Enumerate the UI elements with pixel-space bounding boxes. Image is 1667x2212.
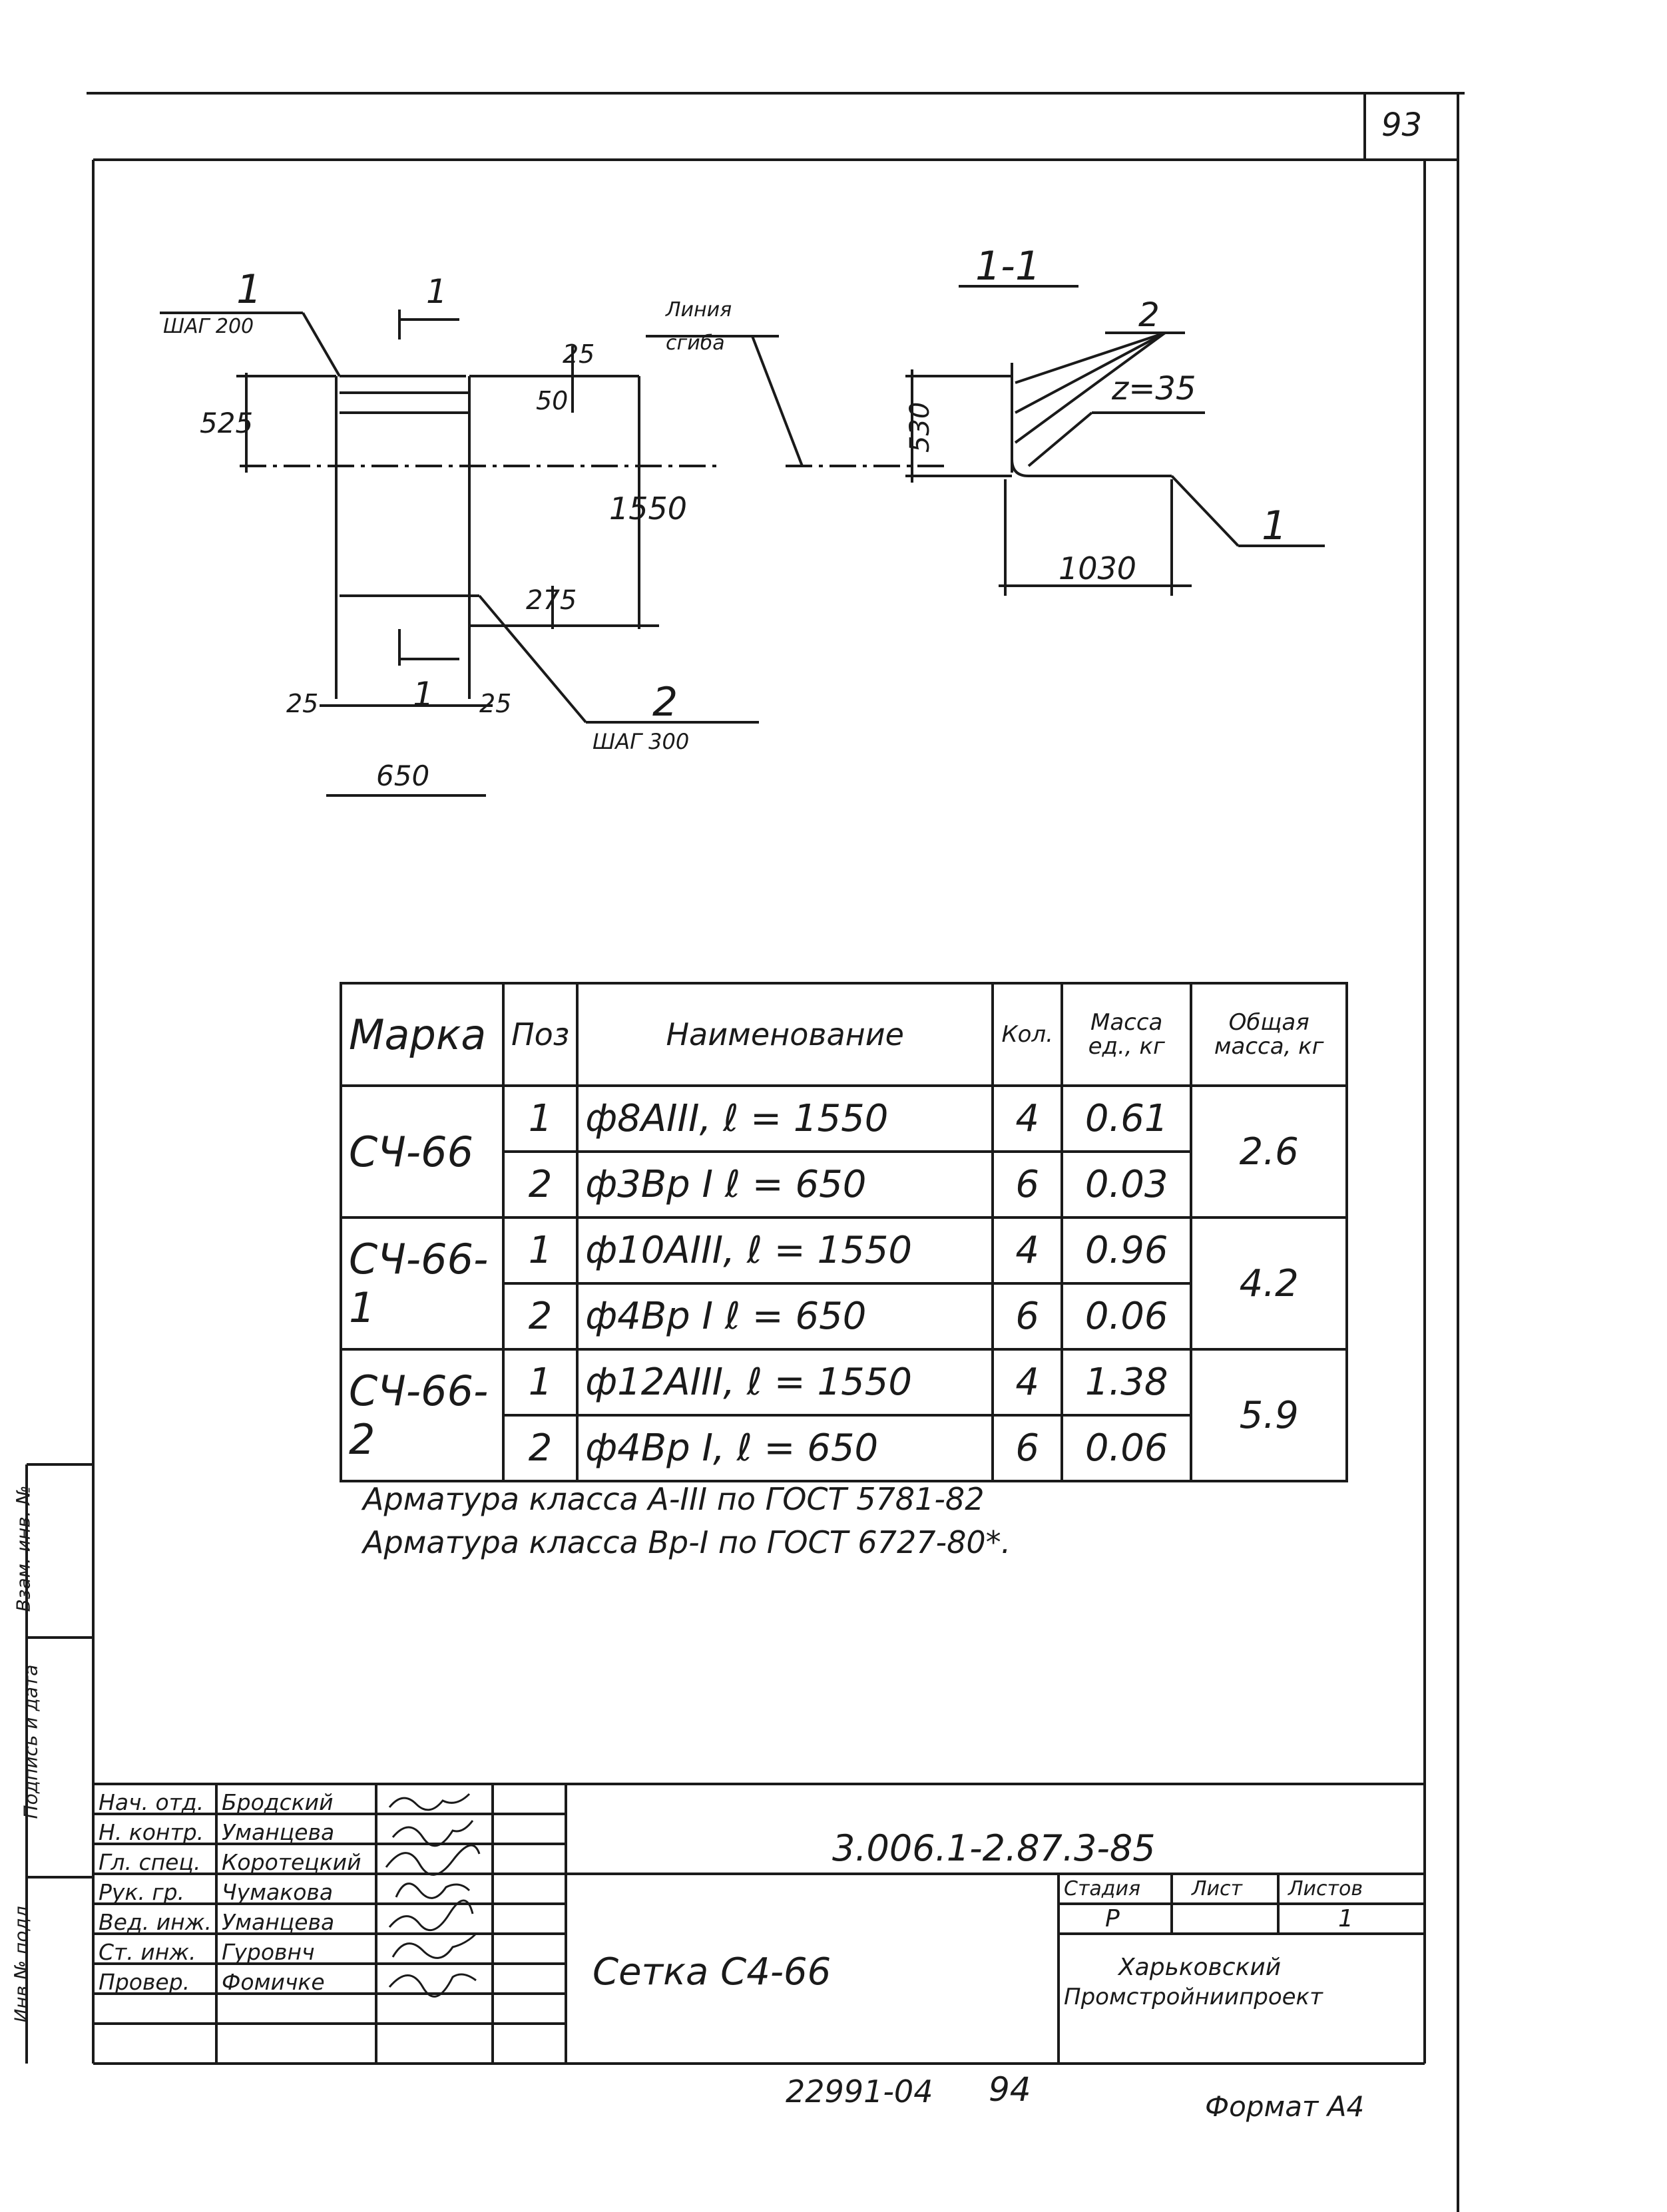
- table-header-row: Марка Поз Наименование Кол. Масса ед., к…: [340, 982, 1349, 1087]
- pos-cell: 2: [501, 1282, 579, 1351]
- organization-line-1: Харьковский: [1118, 1954, 1282, 1981]
- name-4: Чумакова: [222, 1879, 334, 1905]
- qty-cell: 6: [991, 1282, 1064, 1351]
- section-title: 1-1: [975, 243, 1041, 290]
- sheet-label: Лист: [1192, 1877, 1243, 1900]
- name-1: Бродский: [222, 1789, 334, 1815]
- note-line-2: Арматура класса Вр-I по ГОСТ 6727-80*.: [363, 1524, 1011, 1560]
- table-row: 2 ф3Вр I ℓ = 650 6 0.03: [341, 1150, 1347, 1219]
- role-6: Ст. инж.: [99, 1939, 196, 1965]
- total-mass-cell: 5.9: [1190, 1348, 1349, 1482]
- mark-cell: СЧ-66: [340, 1084, 505, 1219]
- header-name: Наименование: [576, 982, 995, 1087]
- role-1: Нач. отд.: [99, 1789, 204, 1815]
- mark-cell: СЧ-66-2: [340, 1348, 505, 1482]
- role-2: Н. контр.: [99, 1819, 204, 1845]
- pos-cell: 2: [501, 1414, 579, 1482]
- name-2: Уманцева: [222, 1819, 335, 1845]
- name-cell: ф3Вр I ℓ = 650: [576, 1150, 995, 1219]
- section-z: z=35: [1111, 370, 1196, 407]
- bar1-step: ШАГ 200: [163, 315, 254, 338]
- mass-cell: 0.06: [1061, 1282, 1193, 1351]
- stage-label: Стадия: [1064, 1877, 1141, 1900]
- table-row: СЧ-66 1 ф8АIII, ℓ = 1550 4 0.61 2.6: [340, 1084, 1349, 1219]
- organization-line-2: Промстройниипроект: [1064, 1984, 1323, 2010]
- header-mark: Марка: [340, 982, 505, 1087]
- header-pos: Поз: [501, 982, 579, 1087]
- pos-cell: 1: [501, 1084, 579, 1153]
- bend-line-label-2: сгиба: [666, 332, 725, 355]
- mass-cell: 0.96: [1061, 1216, 1193, 1285]
- dim-530: 530: [905, 402, 935, 453]
- dim-50: 50: [536, 386, 568, 415]
- role-3: Гл. спец.: [99, 1849, 201, 1875]
- dim-25-left: 25: [286, 689, 318, 718]
- sheets-label: Листов: [1288, 1877, 1363, 1900]
- dim-275: 275: [526, 585, 577, 616]
- header-total-mass: Общая масса, кг: [1190, 982, 1349, 1087]
- mark-cell: СЧ-66-1: [340, 1216, 505, 1351]
- bend-line-label-1: Линия: [665, 298, 732, 322]
- side-stamp-1: Инв.№ подл.: [10, 1900, 33, 2023]
- footer-format: Формат А4: [1205, 2090, 1365, 2123]
- role-4: Рук. гр.: [99, 1879, 185, 1905]
- dim-25-right: 25: [479, 689, 511, 718]
- role-5: Вед. инж.: [99, 1909, 212, 1935]
- header-qty: Кол.: [991, 982, 1064, 1087]
- dim-1030: 1030: [1059, 551, 1136, 586]
- qty-cell: 4: [991, 1216, 1064, 1285]
- side-stamp-3: Взам. инв. №: [12, 1485, 35, 1612]
- mass-cell: 0.61: [1061, 1084, 1193, 1153]
- sheets-value: 1: [1338, 1905, 1353, 1932]
- section-pos1: 1: [1262, 503, 1287, 549]
- pos-cell: 1: [501, 1348, 579, 1417]
- mass-cell: 0.03: [1061, 1150, 1193, 1219]
- bar1-label: 1: [236, 266, 262, 313]
- stage-value: Р: [1105, 1905, 1120, 1932]
- dim-1550: 1550: [609, 491, 687, 527]
- name-cell: ф8АIII, ℓ = 1550: [576, 1084, 995, 1153]
- name-3: Коротецкий: [222, 1849, 361, 1875]
- dim-650: 650: [376, 760, 429, 792]
- name-cell: ф4Вр I, ℓ = 650: [576, 1414, 995, 1482]
- name-6: Гуровнч: [222, 1939, 315, 1965]
- section-pos2: 2: [1138, 296, 1160, 334]
- specification-table: Марка Поз Наименование Кол. Масса ед., к…: [340, 982, 1349, 1482]
- name-7: Фомичке: [222, 1969, 325, 1995]
- role-7: Провер.: [99, 1969, 190, 1995]
- document-title: Сетка С4-66: [593, 1950, 832, 1994]
- side-stamp-2: Подпись и дата: [19, 1664, 42, 1819]
- note-line-1: Арматура класса А-III по ГОСТ 5781-82: [363, 1481, 985, 1517]
- dim-525: 525: [200, 407, 253, 439]
- table-row: СЧ-66-2 1 ф12АIII, ℓ = 1550 4 1.38 5.9: [340, 1348, 1349, 1482]
- section-mark-bottom: 1: [413, 675, 434, 714]
- table-row: 2 ф4Вр I, ℓ = 650 6 0.06: [341, 1414, 1347, 1482]
- qty-cell: 6: [991, 1414, 1064, 1482]
- dim-25-top: 25: [563, 339, 595, 369]
- total-mass-cell: 2.6: [1190, 1084, 1349, 1219]
- mass-cell: 0.06: [1061, 1414, 1193, 1482]
- section-mark-top: 1: [426, 272, 447, 311]
- name-cell: ф12АIII, ℓ = 1550: [576, 1348, 995, 1417]
- qty-cell: 4: [991, 1084, 1064, 1153]
- qty-cell: 6: [991, 1150, 1064, 1219]
- pos-cell: 2: [501, 1150, 579, 1219]
- table-row: СЧ-66-1 1 ф10АIII, ℓ = 1550 4 0.96 4.2: [340, 1216, 1349, 1351]
- footer-doc-number: 22991-04: [786, 2074, 933, 2109]
- name-5: Уманцева: [222, 1909, 335, 1935]
- header-unit-mass: Масса ед., кг: [1061, 982, 1193, 1087]
- bar2-label: 2: [652, 679, 678, 726]
- document-code: 3.006.1-2.87.3-85: [832, 1827, 1156, 1869]
- sheet-number: 93: [1381, 107, 1423, 144]
- total-mass-cell: 4.2: [1190, 1216, 1349, 1351]
- qty-cell: 4: [991, 1348, 1064, 1417]
- name-cell: ф4Вр I ℓ = 650: [576, 1282, 995, 1351]
- table-row: 2 ф4Вр I ℓ = 650 6 0.06: [341, 1282, 1347, 1351]
- bar2-step: ШАГ 300: [593, 729, 689, 754]
- pos-cell: 1: [501, 1216, 579, 1285]
- mass-cell: 1.38: [1061, 1348, 1193, 1417]
- footer-page: 94: [989, 2070, 1031, 2109]
- name-cell: ф10АIII, ℓ = 1550: [576, 1216, 995, 1285]
